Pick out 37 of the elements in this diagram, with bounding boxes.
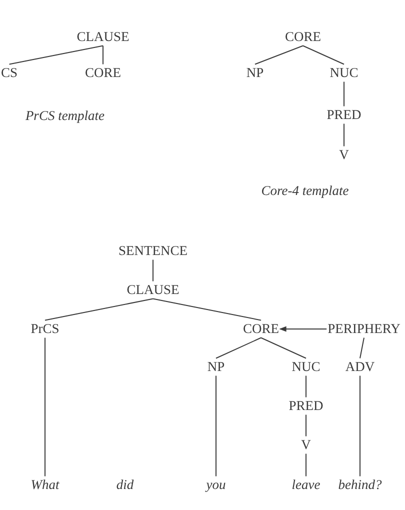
category-label: NUC (290, 358, 322, 376)
category-label: ADV (344, 358, 376, 376)
tree-branch-line (260, 337, 306, 359)
sentence-word: behind? (337, 476, 383, 494)
tree-branch-line (302, 45, 344, 65)
tree-branch-line (254, 45, 304, 65)
template-caption: PrCS template (25, 108, 105, 124)
tree-branch-line (360, 337, 364, 359)
sentence-word: you (205, 476, 227, 494)
category-label: V (338, 146, 350, 164)
tree-branch-line (152, 259, 154, 282)
tree-branch-line (152, 298, 262, 321)
category-label: CLAUSE (126, 281, 180, 299)
sentence-word: What (30, 476, 60, 494)
category-label: CORE (84, 64, 122, 82)
category-label: PERIPHERY (326, 320, 402, 338)
category-label: V (300, 436, 312, 454)
tree-branch-line (8, 45, 104, 65)
category-label: CLAUSE (76, 28, 130, 46)
category-label: NP (206, 358, 226, 376)
category-label: PRED (288, 397, 324, 415)
sentence-word: did (115, 476, 135, 494)
sentence-word: leave (290, 476, 322, 494)
template-caption: Core-4 template (261, 183, 349, 199)
tree-branch-line (216, 337, 262, 359)
category-label: PRED (326, 106, 362, 124)
category-label: CS (0, 64, 19, 82)
category-label: PrCS (30, 320, 60, 338)
category-label: SENTENCE (118, 242, 188, 260)
tree-branch-line (102, 45, 104, 65)
category-label: NP (245, 64, 265, 82)
arrow (279, 326, 328, 332)
category-label: NUC (328, 64, 360, 82)
tree-branch-line (44, 337, 46, 477)
tree-branch-line (44, 298, 154, 321)
category-label: CORE (284, 28, 322, 46)
category-label: CORE (242, 320, 280, 338)
